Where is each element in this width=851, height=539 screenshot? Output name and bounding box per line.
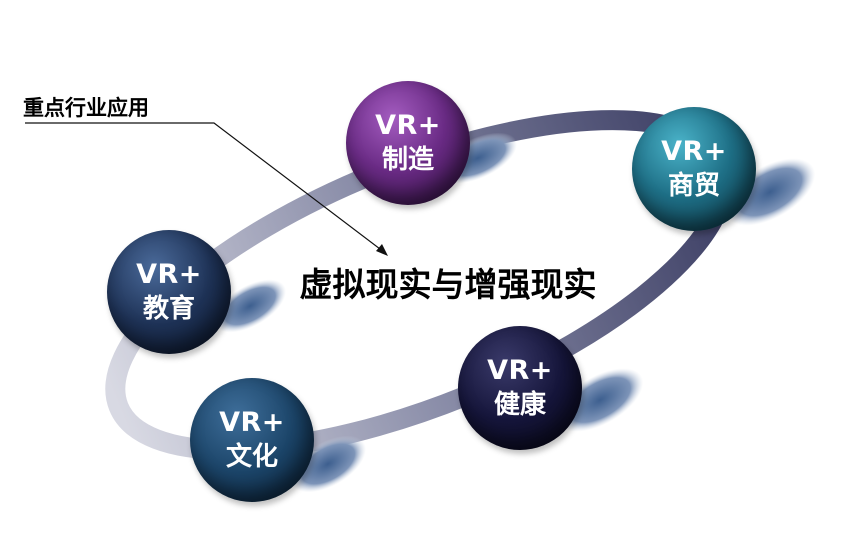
node-label: 健康 [493,390,546,420]
node-label: 制造 [381,145,434,175]
node-label: 商贸 [667,171,720,201]
node-prefix: VR+ [219,407,285,438]
node-vr-education: VR+ 教育 [107,230,231,354]
node-vr-commerce: VR+ 商贸 [632,107,756,231]
node-label: 教育 [142,294,195,324]
node-label: 文化 [225,442,278,472]
node-prefix: VR+ [661,136,727,167]
node-shadow [290,435,366,493]
node-vr-manufacturing: VR+ 制造 [346,81,470,205]
node-shadow [213,279,287,333]
node-prefix: VR+ [136,259,202,290]
node-vr-health: VR+ 健康 [458,326,582,450]
node-prefix: VR+ [375,110,441,141]
node-shadow [724,158,816,226]
callout-label: 重点行业应用 [23,96,149,120]
node-shadow [556,368,644,432]
callout-arrowhead [376,244,388,256]
node-prefix: VR+ [487,355,553,386]
callout-leader-line [25,122,385,253]
center-title: 虚拟现实与增强现实 [299,265,597,304]
node-vr-culture: VR+ 文化 [190,378,314,502]
